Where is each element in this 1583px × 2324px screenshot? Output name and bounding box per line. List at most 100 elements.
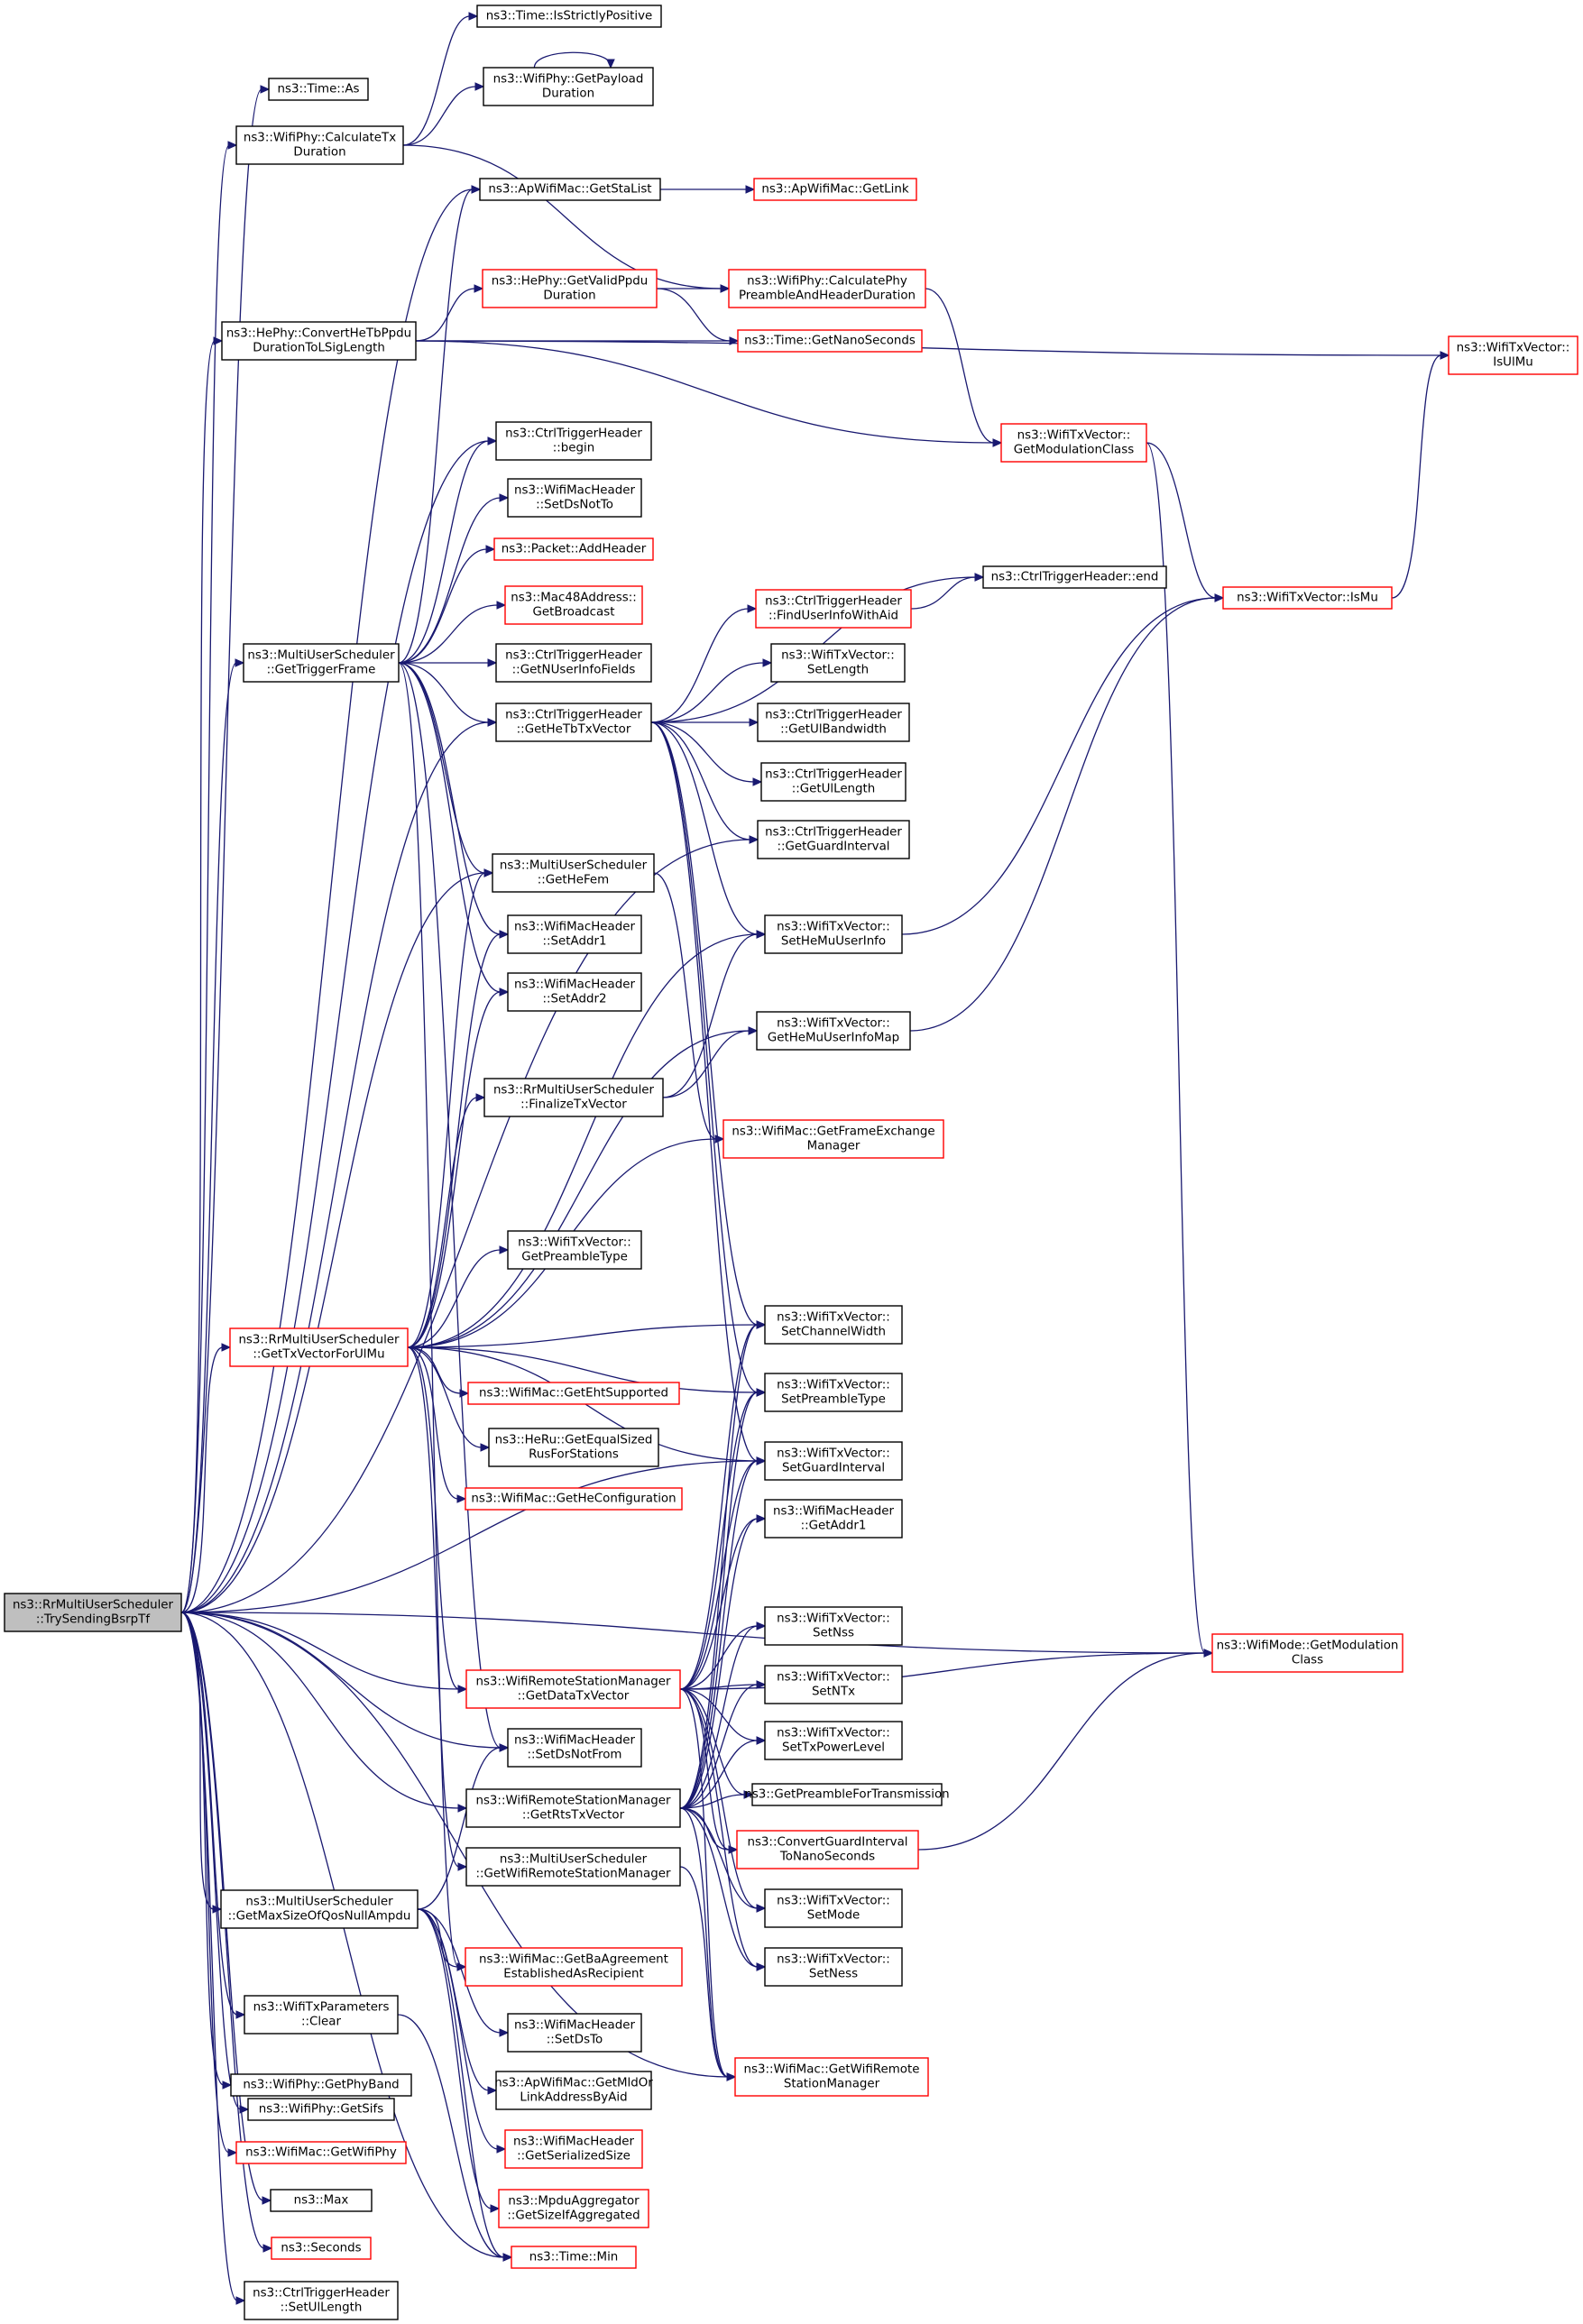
node-setnss[interactable]: ns3::WifiTxVector::SetNss	[764, 1606, 903, 1646]
node-setaddr1[interactable]: ns3::WifiMacHeader::SetAddr1	[507, 914, 642, 954]
node-datatx[interactable]: ns3::WifiRemoteStationManager::GetDataTx…	[465, 1669, 681, 1709]
node-setntx[interactable]: ns3::WifiTxVector::SetNTx	[764, 1665, 903, 1704]
node-setaddr2[interactable]: ns3::WifiMacHeader::SetAddr2	[507, 972, 642, 1012]
node-label: ns3::HePhy::ConvertHeTbPpdu	[226, 327, 411, 341]
node-setguard[interactable]: ns3::WifiTxVector::SetGuardInterval	[764, 1441, 903, 1481]
node-trigbegin[interactable]: ns3::CtrlTriggerHeader::begin	[495, 421, 652, 461]
node-getlink[interactable]: ns3::ApWifiMac::GetLink	[753, 178, 917, 201]
node-gethemumap[interactable]: ns3::WifiTxVector::GetHeMuUserInfoMap	[756, 1011, 911, 1051]
edge-arrowhead	[606, 59, 615, 69]
node-getaddr1[interactable]: ns3::WifiMacHeader::GetAddr1	[764, 1499, 903, 1539]
node-setdsto[interactable]: ns3::WifiMacHeader::SetDsTo	[507, 2013, 642, 2053]
node-rtstx[interactable]: ns3::WifiRemoteStationManager::GetRtsTxV…	[465, 1788, 681, 1828]
node-label: ns3::Time::Min	[529, 2251, 619, 2264]
node-box	[1211, 1633, 1404, 1673]
node-box	[507, 2013, 642, 2053]
node-gettrigger[interactable]: ns3::MultiUserScheduler::GetTriggerFrame	[243, 643, 400, 683]
node-ismu[interactable]: ns3::WifiTxVector::IsMu	[1222, 586, 1393, 610]
node-ulbw[interactable]: ns3::CtrlTriggerHeader::GetUlBandwidth	[757, 703, 910, 742]
node-label: ns3::GetPreambleForTransmission	[744, 1788, 949, 1802]
node-prefortx[interactable]: ns3::GetPreambleForTransmission	[744, 1783, 950, 1806]
node-box	[757, 703, 910, 742]
node-box	[268, 78, 369, 101]
node-guardint[interactable]: ns3::CtrlTriggerHeader::GetGuardInterval	[757, 820, 910, 859]
node-wifiphy[interactable]: ns3::WifiMac::GetWifiPhy	[235, 2141, 407, 2164]
node-getmodclasstx[interactable]: ns3::WifiTxVector::GetModulationClass	[1000, 423, 1147, 463]
node-nuserinfo[interactable]: ns3::CtrlTriggerHeader::GetNUserInfoFiel…	[495, 643, 652, 683]
node-sersize[interactable]: ns3::WifiMacHeader::GetSerializedSize	[504, 2129, 643, 2169]
edge-gettrigger-to-addheader	[398, 548, 488, 664]
node-setmode[interactable]: ns3::WifiTxVector::SetMode	[764, 1888, 903, 1928]
edge-txveculmu-to-heconfig	[407, 1346, 459, 1500]
node-nanosec[interactable]: ns3::Time::GetNanoSeconds	[737, 329, 923, 353]
node-label: ::GetAddr1	[801, 1520, 867, 1533]
node-strictpos[interactable]: ns3::Time::IsStrictlyPositive	[476, 5, 662, 28]
edge-rtstx-to-setchanw	[679, 1324, 759, 1809]
node-trigend[interactable]: ns3::CtrlTriggerHeader::end	[982, 565, 1167, 589]
edge-arrowhead	[752, 777, 763, 786]
node-baagree[interactable]: ns3::WifiMac::GetBaAgreementEstablishedA…	[465, 1947, 683, 1987]
node-calcphypre[interactable]: ns3::WifiPhy::CalculatePhyPreambleAndHea…	[728, 269, 926, 308]
node-setdsnotfrom[interactable]: ns3::WifiMacHeader::SetDsNotFrom	[507, 1728, 642, 1768]
node-hefem[interactable]: ns3::MultiUserScheduler::GetHeFem	[492, 853, 655, 893]
node-preambletype[interactable]: ns3::WifiTxVector::GetPreambleType	[507, 1230, 642, 1270]
edge-root-to-timemin	[180, 1612, 505, 2258]
edge-arrowhead	[756, 1962, 767, 1971]
edge-root-to-datatx	[180, 1612, 460, 1690]
edge-root-to-setullen	[180, 1612, 238, 2301]
node-setchanw[interactable]: ns3::WifiTxVector::SetChannelWidth	[764, 1305, 903, 1345]
node-convhetb[interactable]: ns3::HePhy::ConvertHeTbPpduDurationToLSi…	[221, 321, 417, 361]
node-setpretype[interactable]: ns3::WifiTxVector::SetPreambleType	[764, 1373, 903, 1412]
node-addheader[interactable]: ns3::Packet::AddHeader	[493, 537, 654, 561]
node-sizeagg[interactable]: ns3::MpduAggregator::GetSizeIfAggregated	[498, 2189, 649, 2228]
edge-datatx-to-setnss	[679, 1625, 759, 1690]
node-sethemuuser[interactable]: ns3::WifiTxVector::SetHeMuUserInfo	[764, 914, 903, 954]
node-maxf[interactable]: ns3::Max	[270, 2189, 373, 2212]
node-ullength[interactable]: ns3::CtrlTriggerHeader::GetUlLength	[760, 762, 907, 802]
node-isulmu[interactable]: ns3::WifiTxVector::IsUlMu	[1448, 335, 1578, 375]
node-maxqos[interactable]: ns3::MultiUserScheduler::GetMaxSizeOfQos…	[220, 1889, 419, 1929]
edge-arrowhead	[487, 436, 498, 446]
node-setlength[interactable]: ns3::WifiTxVector::SetLength	[770, 643, 906, 683]
edge-convhetb-to-isulmu	[415, 340, 1442, 356]
node-phyband[interactable]: ns3::WifiPhy::GetPhyBand	[230, 2073, 412, 2097]
edge-txveculmu-to-equalrus	[407, 1346, 483, 1448]
node-sifs[interactable]: ns3::WifiPhy::GetSifs	[247, 2098, 395, 2121]
node-ehtsupp[interactable]: ns3::WifiMac::GetEhtSupported	[467, 1382, 680, 1405]
node-broadcast[interactable]: ns3::Mac48Address::GetBroadcast	[504, 585, 643, 625]
node-timeas[interactable]: ns3::Time::As	[268, 78, 369, 101]
node-box	[493, 537, 654, 561]
node-getwrsm[interactable]: ns3::MultiUserScheduler::GetWifiRemoteSt…	[465, 1847, 681, 1887]
node-finalizetx[interactable]: ns3::RrMultiUserScheduler::FinalizeTxVec…	[483, 1078, 664, 1117]
node-finduser[interactable]: ns3::CtrlTriggerHeader::FindUserInfoWith…	[755, 589, 912, 629]
edge-arrowhead	[1203, 1649, 1214, 1658]
node-heconfig[interactable]: ns3::WifiMac::GetHeConfiguration	[465, 1487, 683, 1511]
node-hetbtx[interactable]: ns3::CtrlTriggerHeader::GetHeTbTxVector	[495, 703, 652, 742]
node-modemodclass[interactable]: ns3::WifiMode::GetModulationClass	[1211, 1633, 1404, 1673]
node-box	[465, 1788, 681, 1828]
node-txveculmu[interactable]: ns3::RrMultiUserScheduler::GetTxVectorFo…	[229, 1327, 409, 1367]
node-label: ::GetUlBandwidth	[780, 723, 887, 737]
edge-arrowhead	[213, 336, 224, 345]
node-label: GetHeMuUserInfoMap	[768, 1032, 899, 1045]
node-timemin[interactable]: ns3::Time::Min	[511, 2246, 637, 2269]
node-setness[interactable]: ns3::WifiTxVector::SetNess	[764, 1947, 903, 1987]
node-label: ns3::WifiTxVector::	[781, 649, 895, 663]
node-wifimacwrsm[interactable]: ns3::WifiMac::GetWifiRemoteStationManage…	[734, 2057, 929, 2097]
node-txparclear[interactable]: ns3::WifiTxParameters::Clear	[244, 1995, 399, 2035]
node-setullen[interactable]: ns3::CtrlTriggerHeader::SetUlLength	[244, 2281, 399, 2320]
node-seconds[interactable]: ns3::Seconds	[271, 2237, 372, 2260]
edge-txveculmu-to-sethemuuser	[407, 933, 759, 1348]
node-label: ns3::MultiUserScheduler	[247, 649, 395, 663]
node-stalist[interactable]: ns3::ApWifiMac::GetStaList	[479, 178, 661, 201]
node-txpower[interactable]: ns3::WifiTxVector::SetTxPowerLevel	[764, 1721, 903, 1760]
node-root[interactable]: ns3::RrMultiUserScheduler::TrySendingBsr…	[4, 1593, 182, 1632]
node-setdsnotto[interactable]: ns3::WifiMacHeader::SetDsNotTo	[507, 478, 642, 518]
